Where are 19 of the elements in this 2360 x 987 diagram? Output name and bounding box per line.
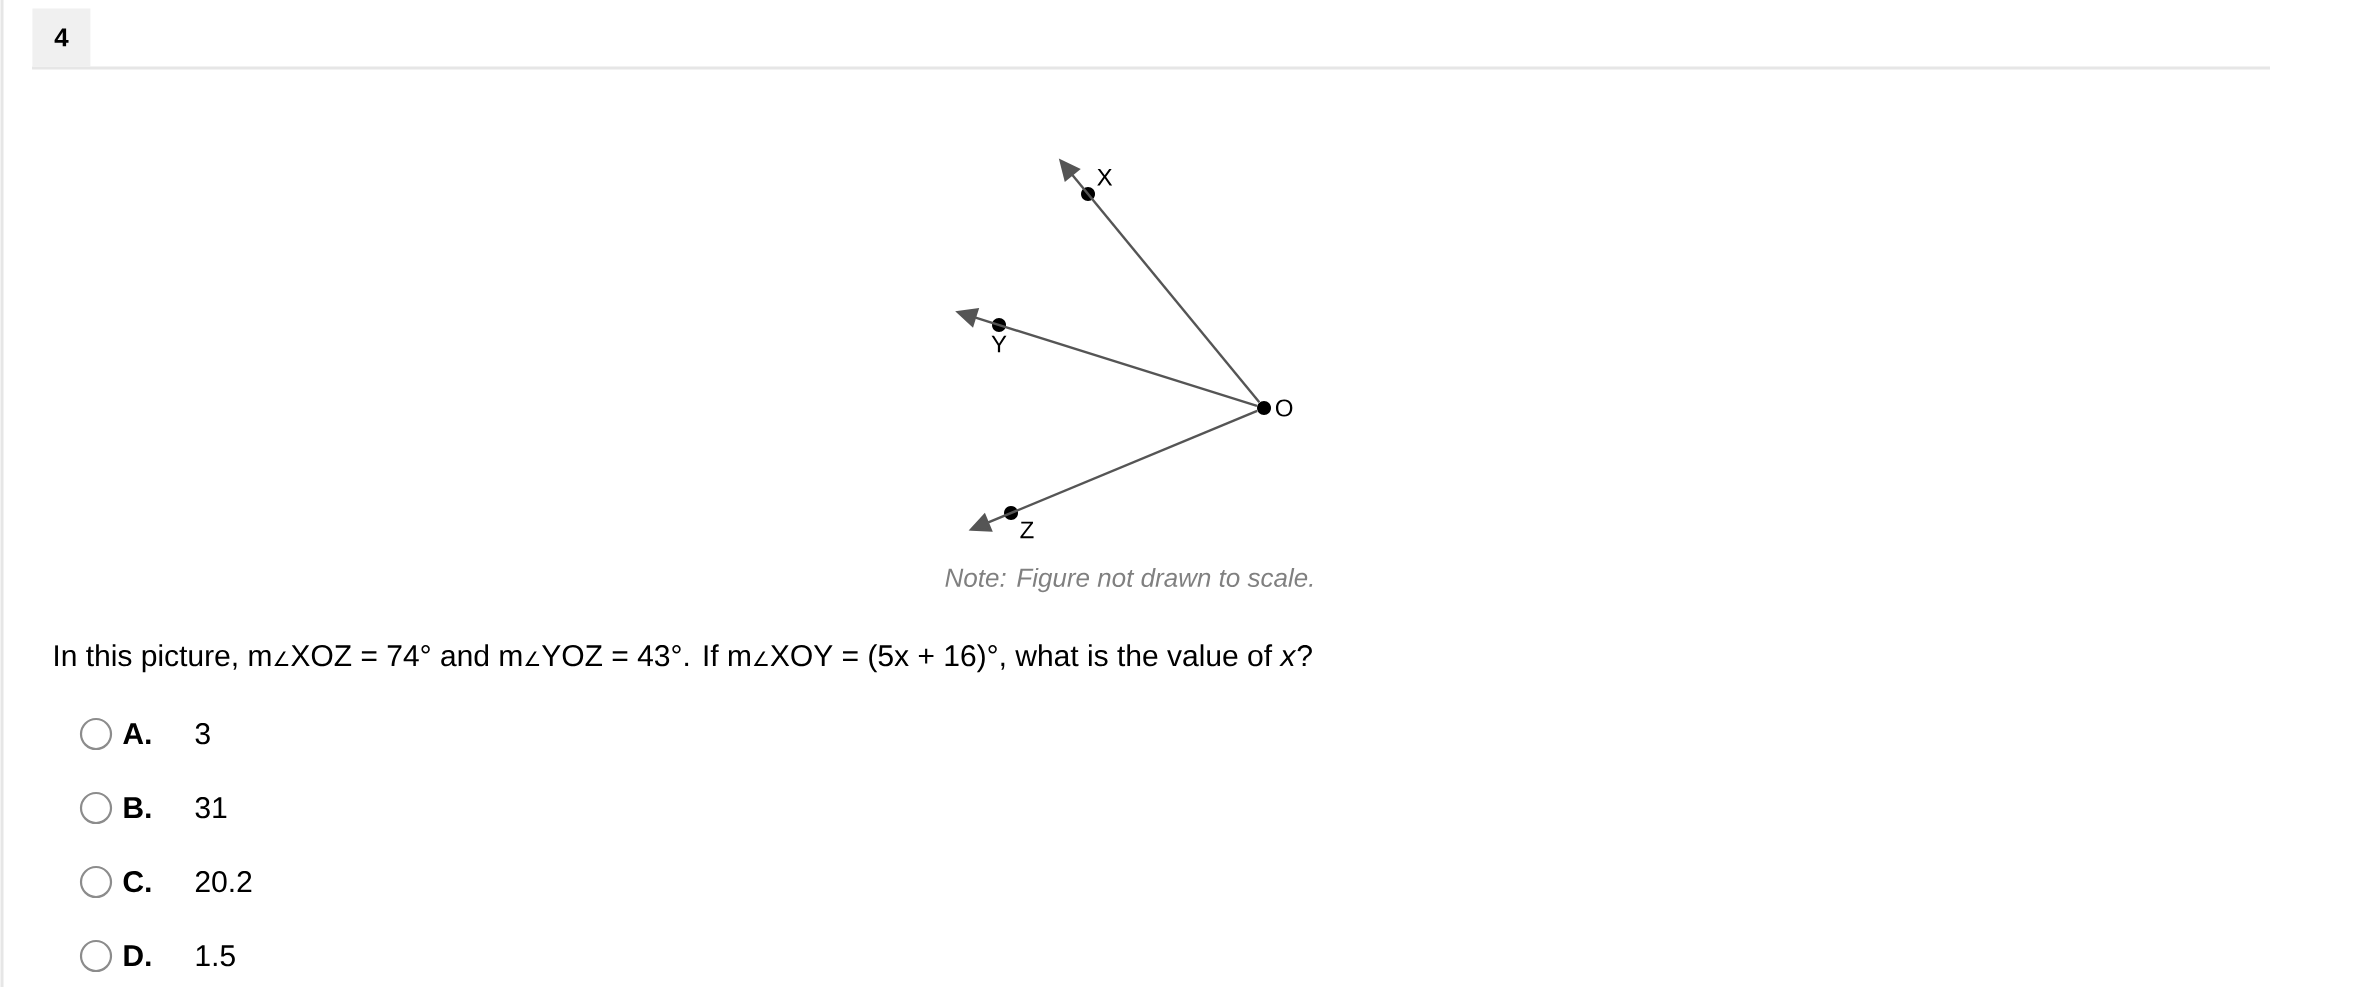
option-letter: D. (124, 945, 151, 966)
option-letter: A. (123, 723, 151, 744)
point: Z (1004, 506, 1034, 539)
point: O (1257, 399, 1293, 417)
point: X (1081, 168, 1113, 201)
option-letter: C. (123, 871, 151, 893)
point: Y (991, 318, 1007, 353)
question-text: In this picture, m∠XOZ = 74° and m∠YOZ = 43°. If m∠XOY = (5x + 16)°, what is the value of x? (55, 644, 1312, 673)
node-label: X (1097, 168, 1113, 186)
option-value: 1.5 (196, 945, 235, 967)
note-text: Note: Figure not drawn to scale. (945, 567, 1313, 593)
option-value: 20.2 (195, 871, 252, 893)
node-label: Y (991, 335, 1007, 353)
option-value: 31 (195, 797, 227, 819)
option-value: 3 (195, 723, 210, 745)
node-label: O (1275, 399, 1293, 417)
option-letter: B. (124, 797, 151, 818)
question-number: 4 (32, 8, 91, 67)
node-label: Z (1020, 521, 1034, 539)
